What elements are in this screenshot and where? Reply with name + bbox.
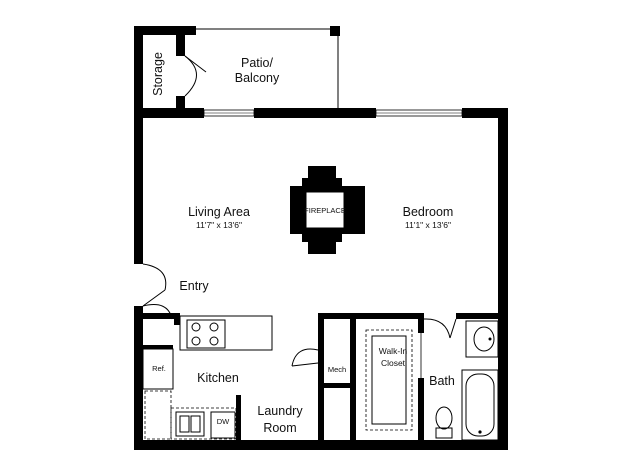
bedroom-dimensions: 11'1" x 13'6"	[405, 220, 451, 230]
patio-outline	[185, 28, 339, 108]
fireplace-label: FIREPLACE	[304, 206, 346, 215]
mech-label: Mech	[328, 365, 346, 374]
dishwasher-label: DW	[217, 417, 230, 426]
bath-fixtures	[365, 320, 499, 441]
kitchen-label: Kitchen	[197, 371, 239, 385]
kitchen-fixtures	[142, 315, 273, 440]
patio-label-line2: Balcony	[235, 71, 280, 85]
living-area-label: Living Area	[188, 205, 250, 219]
closet-label-line1: Walk-In	[379, 346, 408, 356]
ref-label: Ref.	[152, 364, 166, 373]
storage-label: Storage	[151, 52, 165, 96]
room-labels: Patio/ Balcony Storage Living Area 11'7"…	[151, 52, 455, 435]
fireplace	[290, 166, 365, 254]
bath-label: Bath	[429, 374, 455, 388]
laundry-label-line1: Laundry	[257, 404, 303, 418]
living-area-dimensions: 11'7" x 13'6"	[196, 220, 242, 230]
patio-label-line1: Patio/	[241, 56, 273, 70]
bedroom-label: Bedroom	[403, 205, 454, 219]
windows	[203, 109, 463, 117]
walls	[134, 26, 508, 450]
closet-label-line2: Closet	[381, 358, 406, 368]
entry-label: Entry	[179, 279, 209, 293]
laundry-label-line2: Room	[263, 421, 296, 435]
doors	[142, 55, 457, 378]
